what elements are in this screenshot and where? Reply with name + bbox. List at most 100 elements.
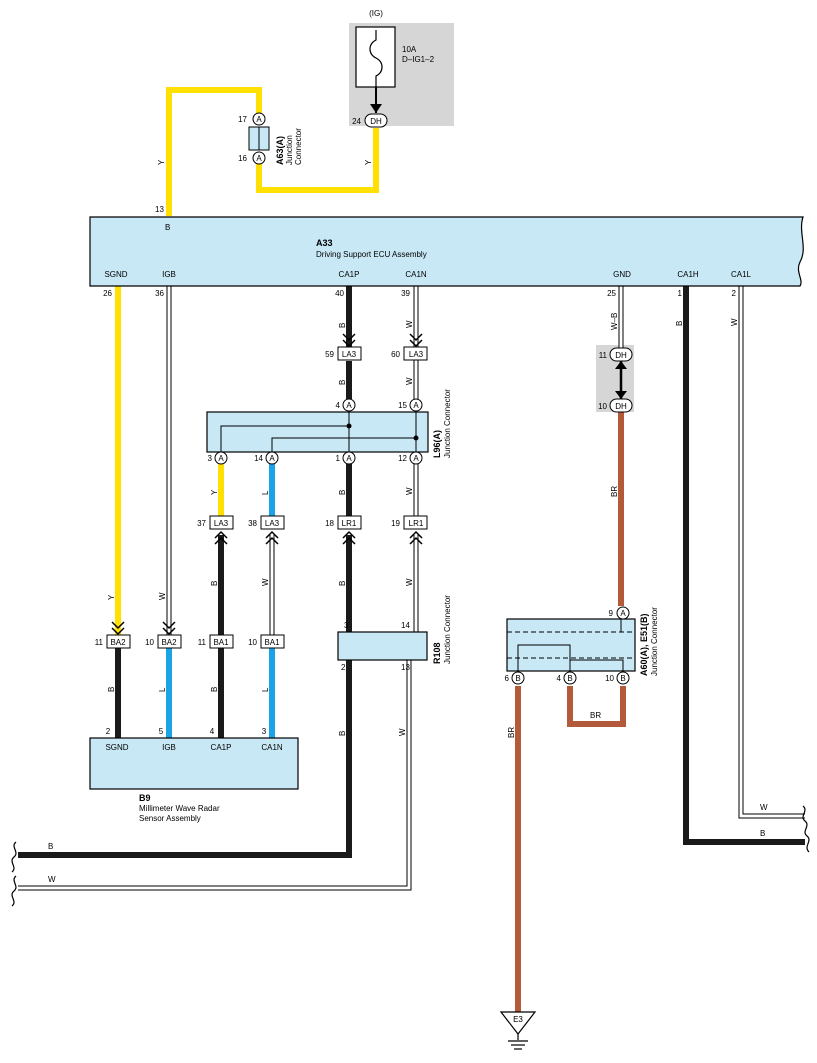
b9-pin-2: 2 [106, 727, 111, 736]
la3-59-pin: 59 [325, 350, 334, 359]
a60-desc: Junction Connector [650, 607, 659, 676]
a63-pin-bottom: 16 [238, 154, 247, 163]
svg-text:A: A [269, 454, 275, 463]
b9-term-igb: IGB [162, 743, 176, 752]
a63-desc1: Junction [285, 135, 294, 165]
wire-label-w-left: W [48, 875, 56, 884]
a60-internal-lines [507, 619, 635, 671]
wire-label-br-ground: BR [507, 727, 516, 738]
wire-label-b-right: B [760, 829, 765, 838]
dh-10-pin: 10 [598, 402, 607, 411]
a33-name: Driving Support ECU Assembly [316, 250, 427, 259]
a33-term-ca1n: CA1N [405, 270, 427, 279]
dh-10-connector [609, 398, 633, 413]
la3-37-pin: 37 [197, 519, 206, 528]
wire-label-w-la3: W [405, 377, 414, 385]
lr1-18-label: LR1 [342, 519, 357, 528]
a60-bottom-pins: B B B [511, 671, 630, 685]
a33-top-pin-letter: B [165, 223, 170, 232]
wire-label-y-sgnd: Y [107, 594, 116, 600]
l96-bottom-pins: A A A A [214, 451, 423, 465]
fuse-source-label: (IG) [369, 9, 383, 18]
svg-text:B: B [620, 674, 625, 683]
ba2-11-connector [106, 634, 131, 649]
wire-y-top [166, 87, 379, 216]
wire-label-w-lr1-19: W [405, 578, 414, 586]
wire-label-y-right: Y [364, 159, 373, 165]
lr1-18-connector [337, 515, 362, 530]
la3-38-connector [260, 515, 285, 530]
svg-text:A: A [346, 454, 352, 463]
wire-label-w-la3-38: W [261, 578, 270, 586]
la3-60-pin: 60 [391, 350, 400, 359]
left-break-mark-b-icon [11, 841, 17, 873]
a33-pin-1: 1 [678, 289, 683, 298]
a33-term-igb: IGB [162, 270, 176, 279]
r108-ref: R108 [432, 642, 442, 664]
wire-label-w-igb: W [158, 592, 167, 600]
svg-text:A: A [218, 454, 224, 463]
lr1-19-label: LR1 [409, 519, 424, 528]
fuse-pin: 24 [352, 117, 361, 126]
a63-ref: A63(A) [275, 136, 285, 165]
ground-label: E3 [513, 1015, 523, 1024]
a60-pin-10: 10 [605, 674, 614, 683]
b9-name-1: Millimeter Wave Radar [139, 804, 220, 813]
b9-pin-3: 3 [262, 727, 267, 736]
wire-label-b-lr1-18: B [338, 581, 347, 586]
l96-box [206, 411, 429, 453]
la3-59-connector [337, 346, 362, 361]
b9-ref: B9 [139, 793, 151, 803]
ba1-10-label: BA1 [264, 638, 280, 647]
wire-ca1h-b [683, 285, 805, 845]
a60-pin9-circle [616, 606, 630, 620]
wire-label-b-la3-37: B [210, 581, 219, 586]
svg-text:A: A [346, 401, 352, 410]
ba1-10-pin: 10 [248, 638, 257, 647]
wire-label-b-ba2: B [107, 687, 116, 692]
fuse-rating: 10A [402, 45, 417, 54]
a60-pin9-letter: A [620, 609, 626, 618]
l96-desc: Junction Connector [443, 389, 452, 458]
wire-b-r108-2 [18, 660, 352, 858]
a33-term-ca1h: CA1H [677, 270, 699, 279]
wire-label-b-ca1p: B [338, 323, 347, 328]
wire-label-y-left: Y [157, 159, 166, 165]
r108-pin-3: 3 [344, 621, 349, 630]
la3-37-label: LA3 [214, 519, 229, 528]
a33-term-sgnd: SGND [104, 270, 127, 279]
a33-pin-36: 36 [155, 289, 164, 298]
a33-ref: A33 [316, 238, 333, 248]
b9-pin-4: 4 [210, 727, 215, 736]
b9-term-sgnd: SGND [105, 743, 128, 752]
r108-pin-2: 2 [341, 663, 346, 672]
a60-pin-6: 6 [505, 674, 510, 683]
b9-name-2: Sensor Assembly [139, 814, 201, 823]
wire-label-w-ca1l: W [730, 318, 739, 326]
a33-term-gnd: GND [613, 270, 631, 279]
la3-37-chevron-icon [214, 530, 228, 545]
l96-junction-dot-2 [413, 435, 419, 441]
l96-pin-4: 4 [336, 401, 341, 410]
l96-pin-1: 1 [336, 454, 341, 463]
wire-br-loop [567, 686, 626, 727]
a60-pin-9: 9 [609, 609, 614, 618]
la3-38-chevron-icon [265, 530, 279, 545]
a33-pin-2: 2 [732, 289, 737, 298]
ba1-11-pin: 11 [198, 638, 207, 647]
dh-11-label: DH [615, 351, 627, 360]
l96-junction-dot-1 [346, 423, 352, 429]
ba1-11-label: BA1 [213, 638, 229, 647]
la3-38-label: LA3 [265, 519, 280, 528]
a33-term-ca1p: CA1P [339, 270, 360, 279]
lr1-19-connector [403, 515, 428, 530]
ba1-11-connector [209, 634, 234, 649]
a33-pin-25: 25 [607, 289, 616, 298]
lr1-19-chevron-icon [409, 530, 423, 545]
dh-arrow-down-icon [615, 391, 627, 399]
wire-label-l-l96: L [261, 490, 270, 495]
wire-label-b-ca1h: B [675, 321, 684, 326]
ba2-11-pin: 11 [95, 638, 104, 647]
lr1-18-chevron-icon [342, 530, 356, 545]
a60-ref: A60(A), E51(B) [639, 613, 649, 676]
